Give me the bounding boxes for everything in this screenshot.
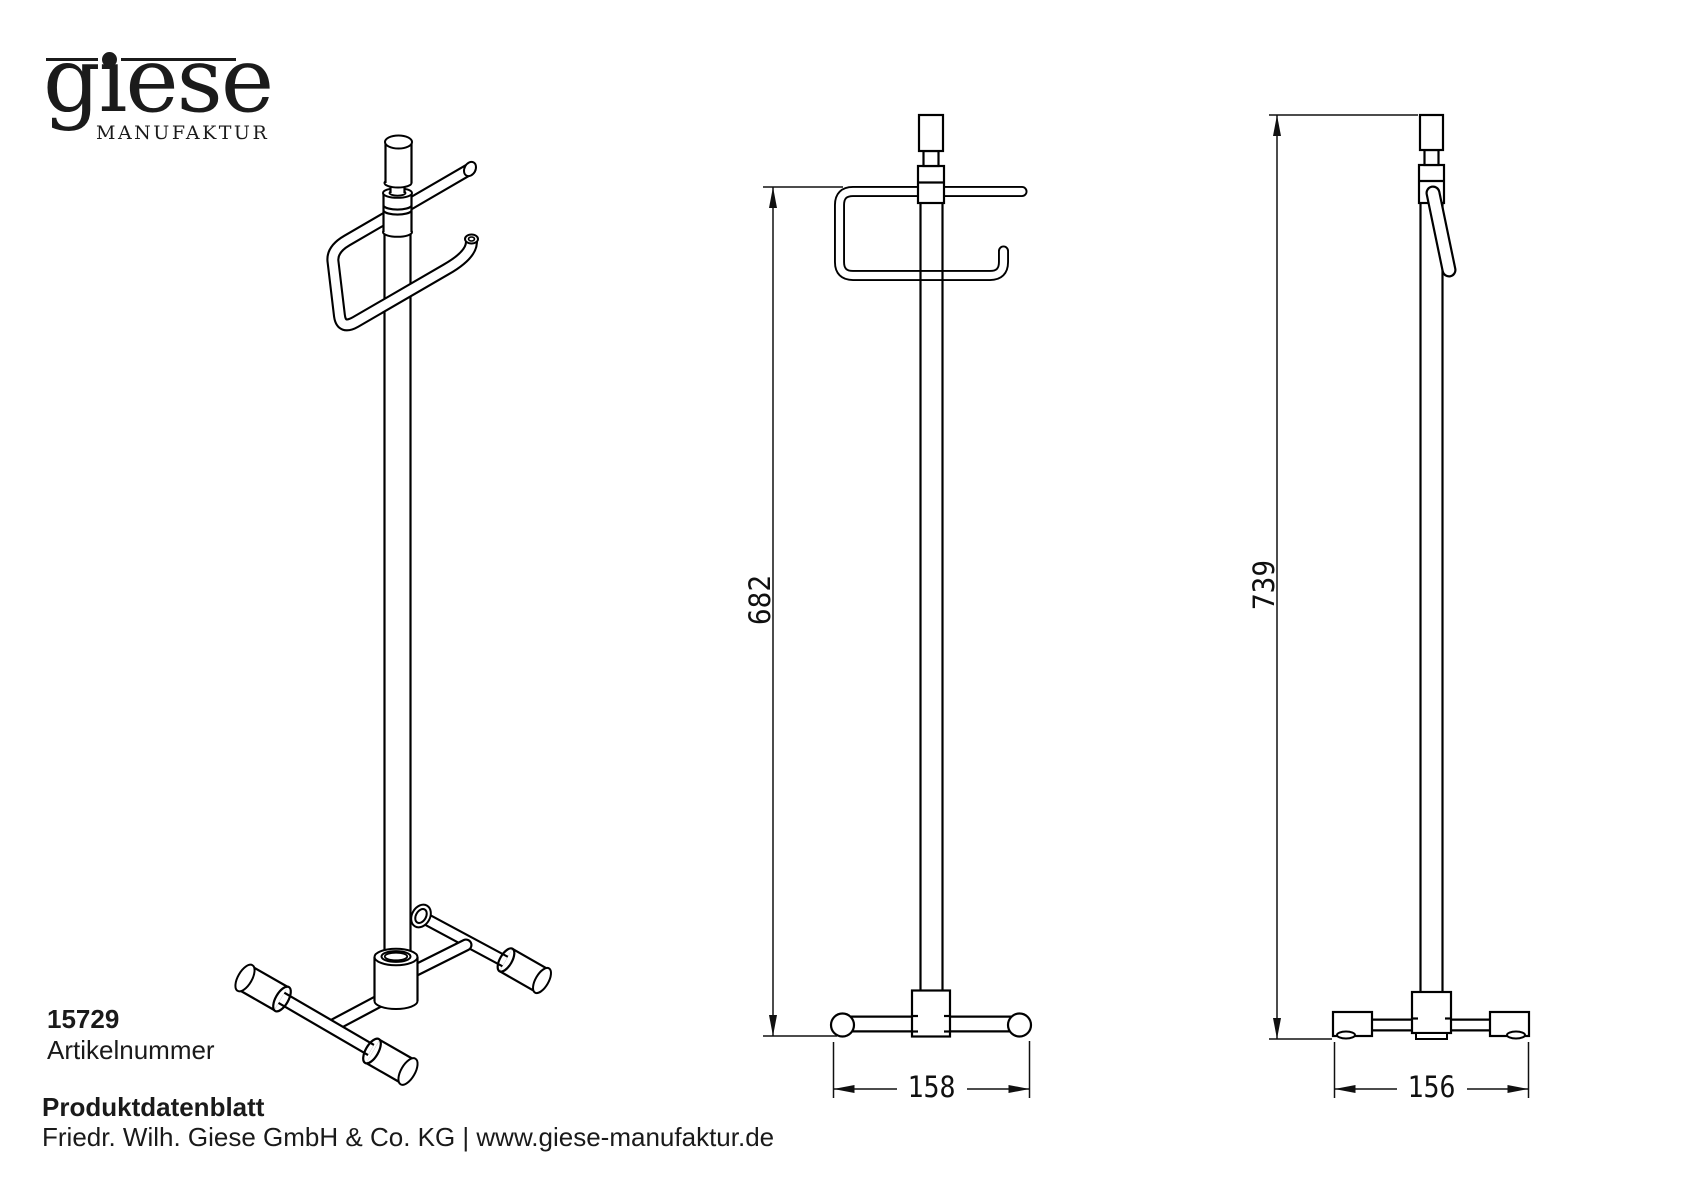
- logo-overline-right: [121, 58, 236, 61]
- logo-dot: [102, 52, 117, 67]
- side-view: [1331, 113, 1531, 1040]
- brand-subtitle: MANUFAKTUR: [96, 122, 270, 144]
- logo-overline: [46, 52, 236, 67]
- front-height-label: 682: [743, 575, 777, 625]
- side-width-label: 156: [1408, 1070, 1456, 1104]
- front-view: [829, 113, 1033, 1038]
- front-width-dimension: 158: [832, 1041, 1031, 1104]
- article-block: 15729 Artikelnummer: [47, 1004, 215, 1066]
- front-height-dimension: 682: [743, 186, 843, 1037]
- logo-overline-left: [46, 58, 98, 61]
- brand-logo: gıese MANUFAKTUR: [43, 36, 303, 156]
- side-height-label: 739: [1247, 560, 1281, 610]
- article-number: 15729: [47, 1004, 120, 1034]
- side-height-dimension: 739: [1247, 114, 1418, 1040]
- brand-wordmark: gıese: [43, 28, 274, 133]
- front-width-label: 158: [908, 1070, 956, 1104]
- side-width-dimension: 156: [1333, 1042, 1530, 1104]
- article-number-label: Artikelnummer: [47, 1035, 215, 1065]
- footer-block: Produktdatenblatt Friedr. Wilh. Giese Gm…: [42, 1092, 774, 1152]
- datasheet-title: Produktdatenblatt: [42, 1092, 265, 1122]
- company-info: Friedr. Wilh. Giese GmbH & Co. KG | www.…: [42, 1122, 775, 1152]
- isometric-view: [234, 134, 552, 1086]
